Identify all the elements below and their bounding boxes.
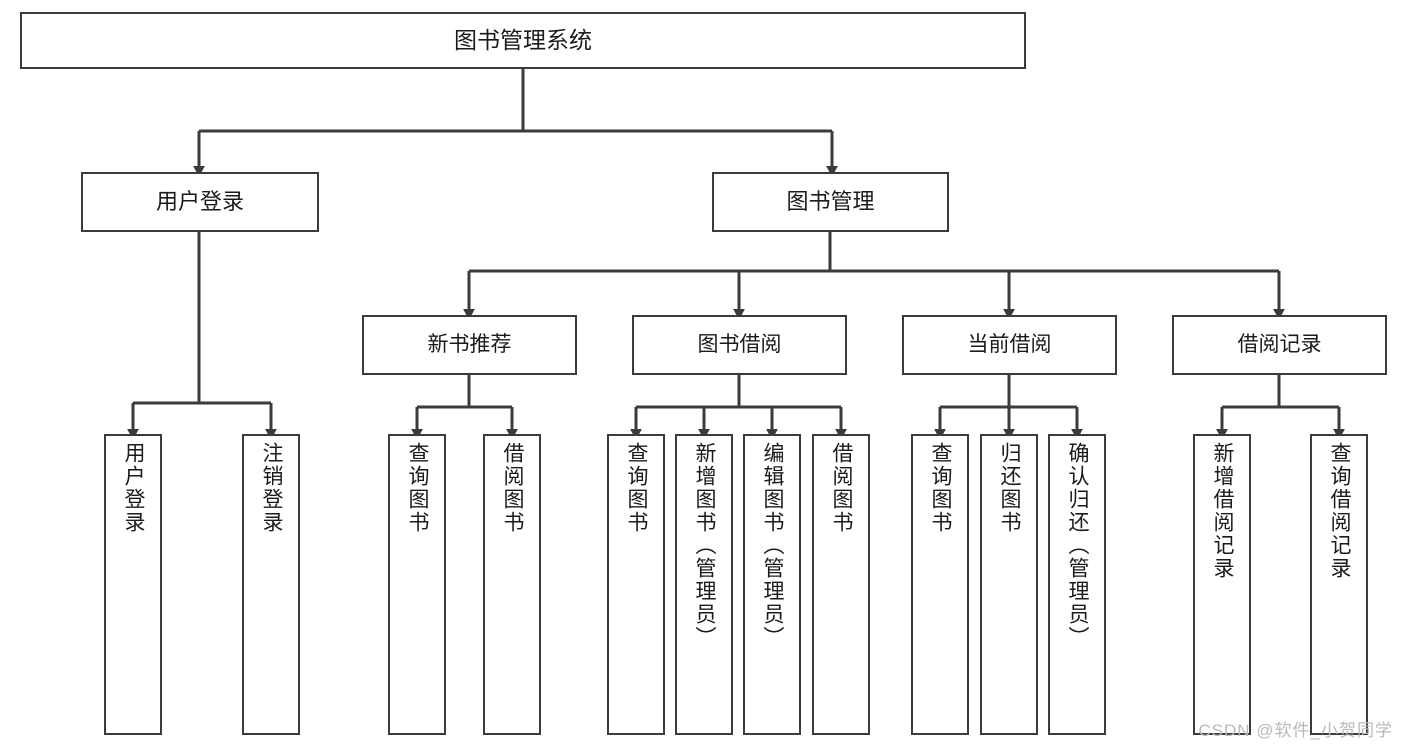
leaf-add-book-label: 新增图书（管理员） (693, 442, 717, 649)
leaf-borrow-book-1-label: 借阅图书 (501, 442, 525, 534)
node-root[interactable]: 图书管理系统 (20, 12, 1026, 69)
leaf-add-record-label: 新增借阅记录 (1211, 442, 1235, 580)
leaf-logout-login[interactable]: 注销登录 (242, 434, 300, 735)
leaf-add-book[interactable]: 新增图书（管理员） (675, 434, 733, 735)
node-root-label: 图书管理系统 (454, 26, 592, 53)
leaf-query-book-1[interactable]: 查询图书 (388, 434, 446, 735)
node-book-borrow-label: 图书借阅 (697, 332, 782, 356)
leaf-query-book-2-label: 查询图书 (625, 442, 649, 534)
leaf-logout-login-label: 注销登录 (260, 442, 284, 534)
leaf-add-record[interactable]: 新增借阅记录 (1193, 434, 1251, 735)
leaf-confirm-return[interactable]: 确认归还（管理员） (1048, 434, 1106, 735)
leaf-query-record-label: 查询借阅记录 (1328, 442, 1352, 580)
node-borrow-record[interactable]: 借阅记录 (1172, 315, 1387, 375)
leaf-edit-book[interactable]: 编辑图书（管理员） (743, 434, 801, 735)
leaf-confirm-return-label: 确认归还（管理员） (1066, 442, 1090, 649)
leaf-user-login[interactable]: 用户登录 (104, 434, 162, 735)
node-book-manage-label: 图书管理 (786, 189, 875, 215)
leaf-borrow-book-2[interactable]: 借阅图书 (812, 434, 870, 735)
leaf-query-book-1-label: 查询图书 (406, 442, 430, 534)
node-new-book-rec-label: 新书推荐 (427, 332, 512, 356)
leaf-query-book-2[interactable]: 查询图书 (607, 434, 665, 735)
node-user-login-label: 用户登录 (155, 189, 244, 215)
leaf-return-book-label: 归还图书 (998, 442, 1022, 534)
node-current-borrow[interactable]: 当前借阅 (902, 315, 1117, 375)
node-new-book-rec[interactable]: 新书推荐 (362, 315, 577, 375)
leaf-borrow-book-1[interactable]: 借阅图书 (483, 434, 541, 735)
leaf-user-login-label: 用户登录 (122, 442, 146, 534)
node-book-borrow[interactable]: 图书借阅 (632, 315, 847, 375)
node-current-borrow-label: 当前借阅 (967, 332, 1052, 356)
node-user-login[interactable]: 用户登录 (81, 172, 319, 232)
leaf-query-book-3-label: 查询图书 (929, 442, 953, 534)
leaf-edit-book-label: 编辑图书（管理员） (761, 442, 785, 649)
leaf-return-book[interactable]: 归还图书 (980, 434, 1038, 735)
csdn-watermark: CSDN @软件_小贺同学 (1198, 721, 1393, 740)
leaf-borrow-book-2-label: 借阅图书 (830, 442, 854, 534)
node-book-manage[interactable]: 图书管理 (712, 172, 949, 232)
leaf-query-record[interactable]: 查询借阅记录 (1310, 434, 1368, 735)
leaf-query-book-3[interactable]: 查询图书 (911, 434, 969, 735)
node-borrow-record-label: 借阅记录 (1237, 332, 1322, 356)
